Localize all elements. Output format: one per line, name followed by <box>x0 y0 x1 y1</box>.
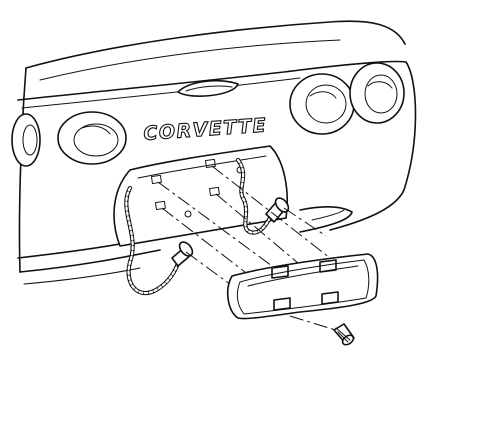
tail-lamp-right-inner <box>289 73 355 135</box>
tail-lamp-right-outer <box>349 62 405 124</box>
center-lamp <box>177 79 239 97</box>
lamp-harness-left <box>124 185 194 296</box>
fastener-screw <box>333 323 355 346</box>
tail-lamp-left-outer <box>11 113 41 167</box>
lamp-harness-right <box>235 157 290 235</box>
license-plate-bracket <box>226 253 379 320</box>
corvette-emblem: CORVETTE <box>143 114 268 145</box>
tail-lamp-left-inner <box>57 111 127 165</box>
rear-bumper-fascia <box>17 20 417 285</box>
license-lamp-socket-right <box>265 197 290 223</box>
license-lamp-socket-left <box>171 241 194 267</box>
